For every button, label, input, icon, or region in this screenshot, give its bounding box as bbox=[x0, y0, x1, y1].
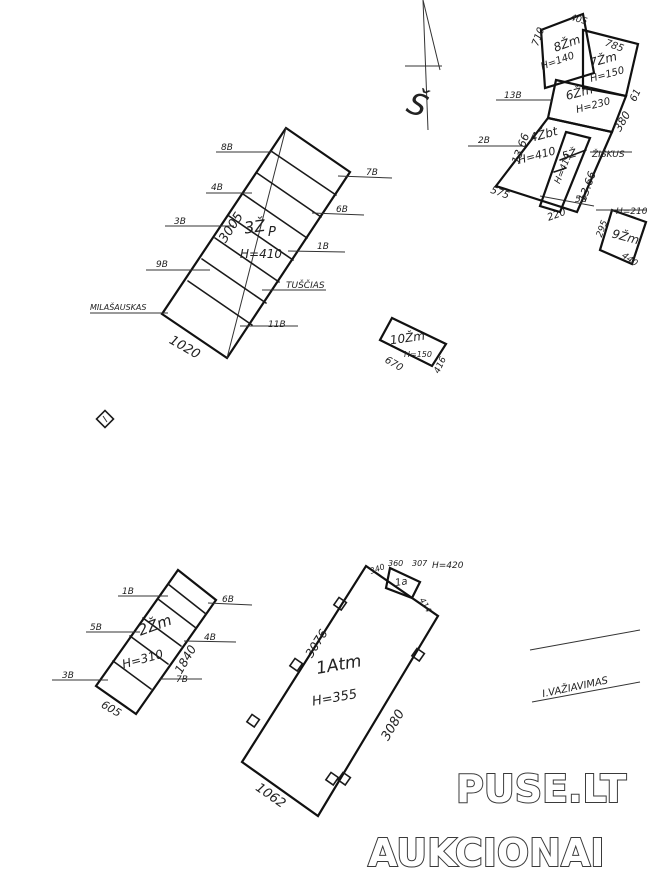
b6-dim-380: 380 bbox=[612, 109, 634, 134]
building-3: 8B 4B 3B 9B 7B 6B 1B 11B MILAŠAUSKAS TUŠ… bbox=[90, 126, 393, 362]
b3-name: 3Ž bbox=[243, 216, 268, 238]
neighbor-ziskus: ŽIŠKUS bbox=[591, 148, 625, 160]
b6-dim-61: 61 bbox=[628, 87, 643, 103]
b10-height: H=150 bbox=[404, 350, 432, 359]
building-9: 9Žm H=210 295 440 bbox=[595, 207, 648, 269]
b4-label-5b: 5B bbox=[575, 195, 587, 205]
b9-height: H=210 bbox=[616, 207, 648, 217]
b4-label-2b: 2B bbox=[478, 136, 490, 146]
b8-dim-405: 405 bbox=[569, 13, 588, 27]
road-driveway: I.VAŽIAVIMAS bbox=[529, 629, 641, 703]
b3-label-3b: 3B bbox=[174, 217, 186, 227]
b2-label-6b: 6B bbox=[222, 595, 234, 605]
b1-name: 1Atm bbox=[315, 651, 363, 679]
b10-dim-416: 416 bbox=[433, 355, 449, 375]
b1-dim-3076: 3076 bbox=[302, 626, 330, 660]
b5-name: 5Ž bbox=[560, 146, 578, 162]
b6-name: 6Žm bbox=[564, 81, 594, 103]
b1a-height: H=420 bbox=[432, 561, 464, 571]
b2-dim-1840: 1840 bbox=[172, 642, 200, 676]
b1a-name: 1a bbox=[394, 576, 408, 589]
b3-label-8b: 8B bbox=[221, 143, 233, 153]
b3-label-6b: 6B bbox=[336, 205, 348, 215]
building-6: 6Žm H=230 380 61 bbox=[546, 78, 644, 134]
b2-label-3b: 3B bbox=[62, 671, 74, 681]
b3-label-4b: 4B bbox=[211, 183, 223, 193]
neighbor-milasauskas: MILAŠAUSKAS bbox=[90, 301, 146, 312]
b1-dim-3080: 3080 bbox=[379, 707, 409, 743]
b2-label-1b: 1B bbox=[122, 587, 134, 597]
b3-height: H=410 bbox=[240, 247, 282, 261]
b3-label-11b: 11B bbox=[268, 320, 286, 330]
north-label: Š bbox=[402, 84, 433, 125]
b3-label-1b: 1B bbox=[317, 242, 329, 252]
building-2: 1B 5B 3B 6B 4B 7B 2Žm H=310 1840 605 bbox=[52, 568, 253, 720]
building-1: 1Atm H=355 3076 3080 1062 1a H=420 340 3… bbox=[240, 559, 464, 818]
b3-label-7b: 7B bbox=[366, 168, 378, 178]
watermark-line1: PUSE.LT bbox=[456, 767, 626, 811]
b9-name: 9Žm bbox=[611, 226, 641, 248]
b2-height: H=310 bbox=[121, 647, 166, 671]
b10-name: 10Žm bbox=[389, 328, 426, 348]
road-label: I.VAŽIAVIMAS bbox=[541, 673, 610, 700]
b2-label-7b: 7B bbox=[176, 675, 188, 685]
b4-label-13b: 13B bbox=[504, 91, 522, 101]
b3-label-9b: 9B bbox=[156, 260, 168, 270]
b10-dim-670: 670 bbox=[383, 355, 405, 374]
b7-name: 7Žm bbox=[588, 48, 618, 70]
b3-length-side: 3005 bbox=[216, 210, 247, 246]
b4-name: 4Žbt bbox=[528, 123, 560, 145]
b8-dim-710: 710 bbox=[530, 26, 547, 48]
b9-dim-295: 295 bbox=[595, 219, 610, 239]
b1-height: H=355 bbox=[311, 687, 358, 710]
marker-symbol-icon bbox=[95, 409, 115, 429]
b1a-dim-360: 360 bbox=[388, 559, 403, 568]
note-tuscias: TUŠČIAS bbox=[286, 279, 325, 291]
building-5: 5Ž H=419 ŽIŠKUS bbox=[538, 130, 632, 214]
b4-dim-575: 575 bbox=[489, 185, 511, 202]
b1a-dim-307: 307 bbox=[412, 559, 428, 568]
b2-label-4b: 4B bbox=[204, 633, 216, 643]
b8-name: 8Žm bbox=[551, 31, 582, 55]
watermark-line2: AUKCIONAI bbox=[368, 831, 605, 875]
watermark: PUSE.LT AUKCIONAI bbox=[367, 766, 627, 876]
north-arrow-icon: Š bbox=[402, 0, 442, 131]
b1-dim-1062: 1062 bbox=[253, 780, 289, 811]
building-10: 10Žm H=150 670 416 bbox=[378, 316, 449, 375]
b2-label-5b: 5B bbox=[90, 623, 102, 633]
b3-name-suffix: P bbox=[268, 225, 276, 240]
b2-name: 2Žm bbox=[135, 610, 174, 640]
